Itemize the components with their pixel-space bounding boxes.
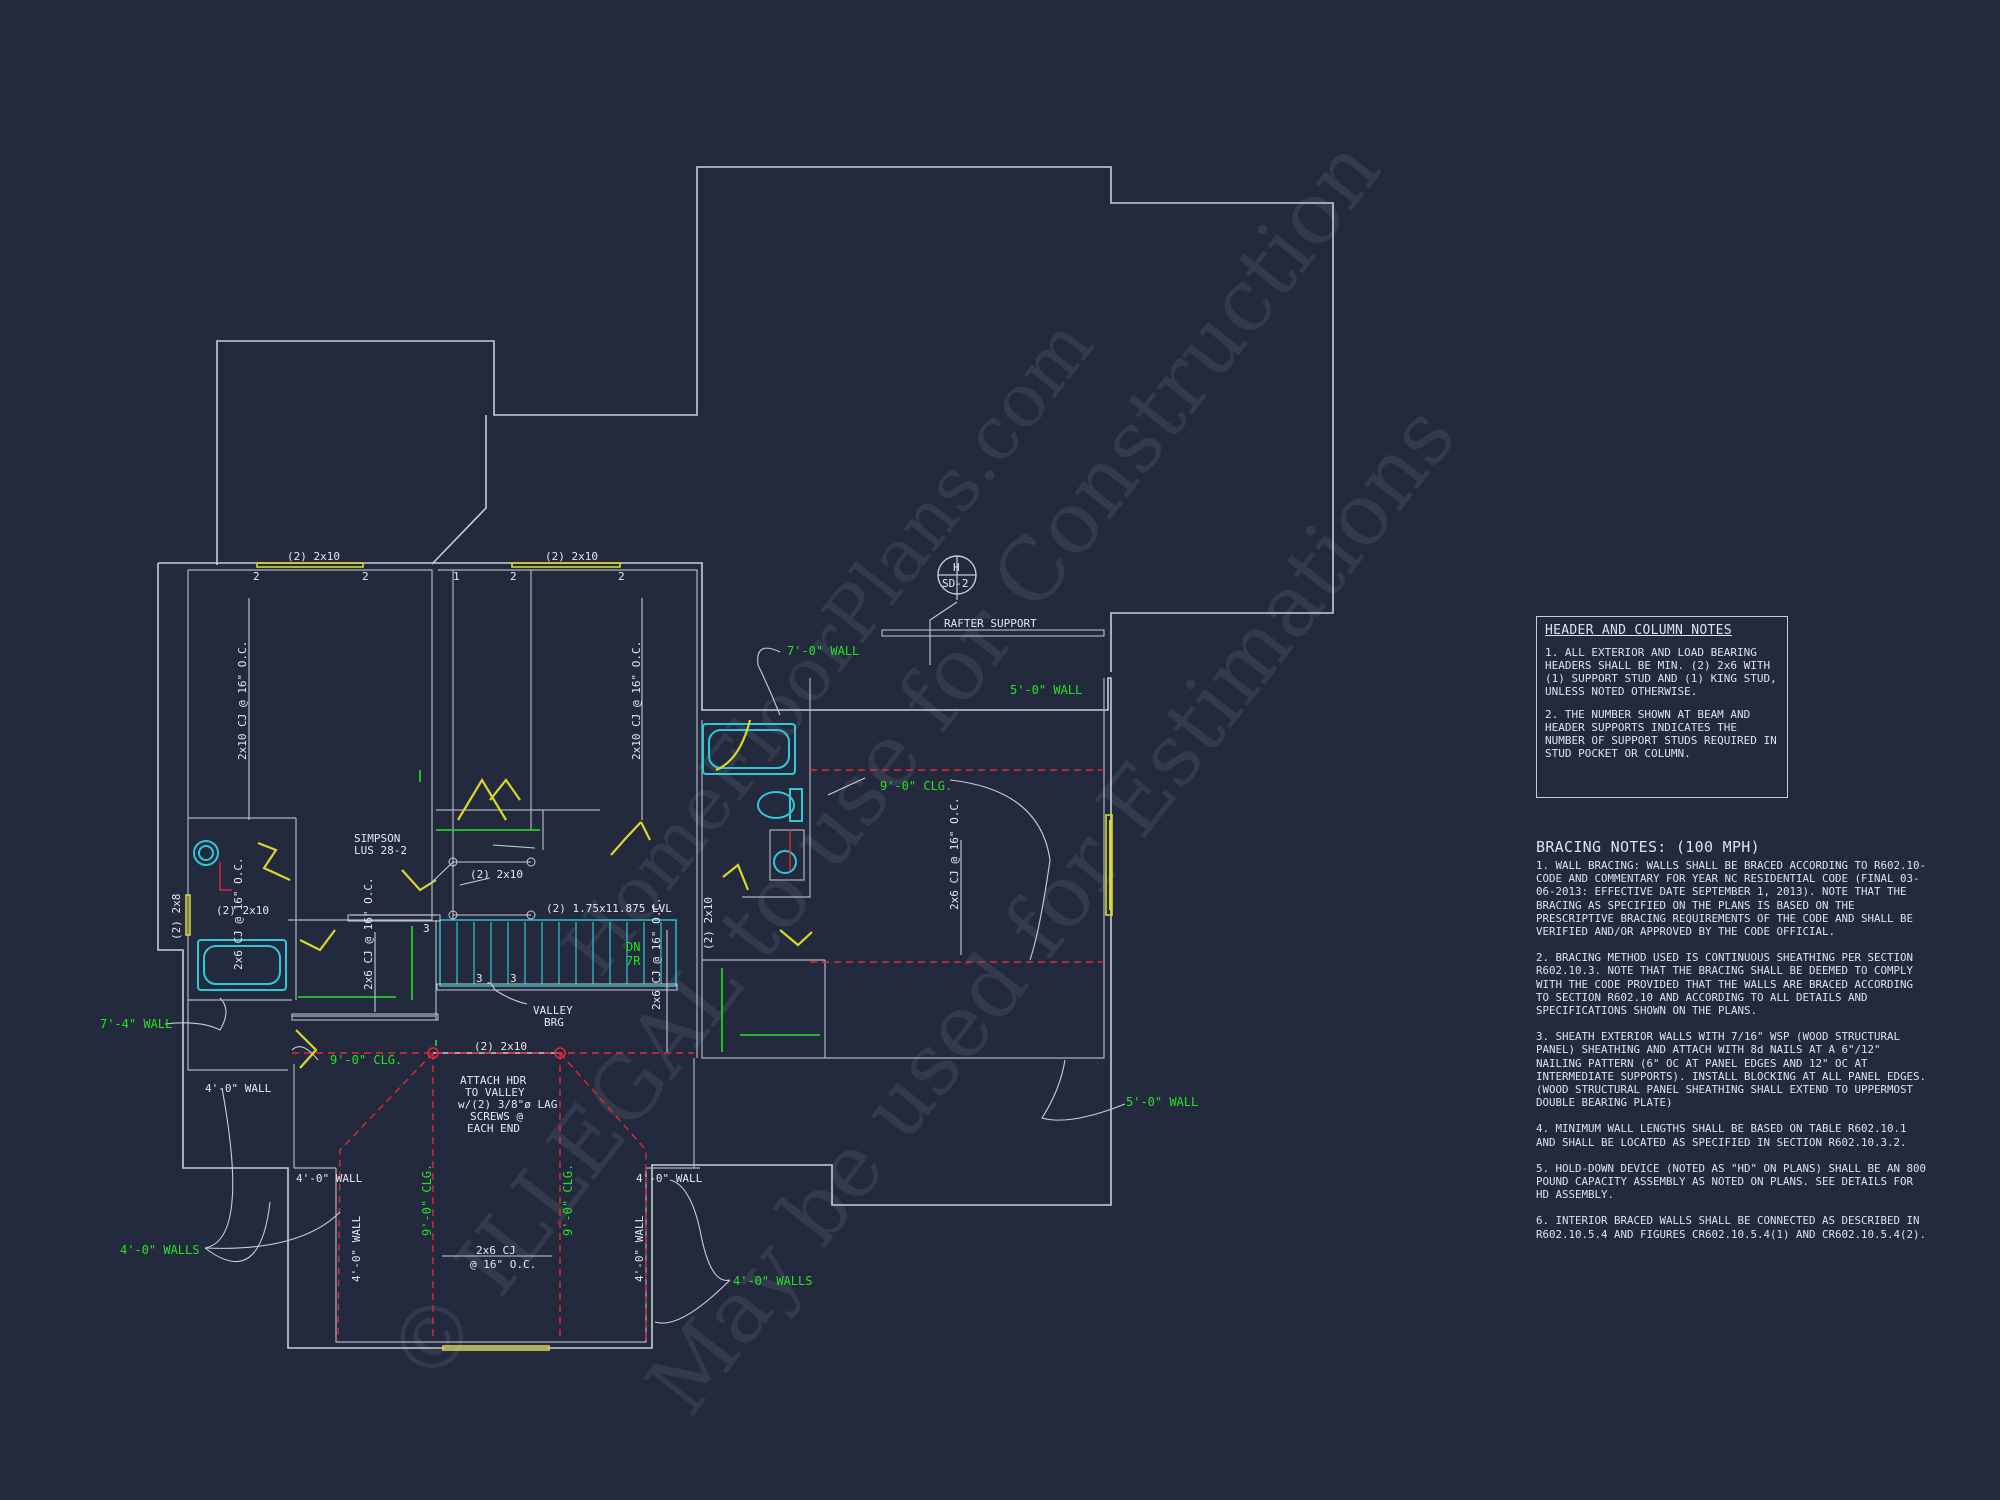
attach-note: ATTACH HDR (460, 1074, 527, 1087)
ceiling-joist-label-bottom: 2x6 CJ (476, 1244, 516, 1257)
header-label-mid: (2) 2x10 (545, 550, 598, 563)
wall-height-label: 4'-0" WALL (350, 1215, 363, 1282)
ceiling-joist-label-mid: 2x10 CJ @ 16" O.C. (630, 641, 643, 760)
ceiling-height-label: 9'-0" CLG. (561, 1164, 575, 1236)
ceiling-joist-label-left: 2x10 CJ @ 16" O.C. (236, 641, 249, 760)
attach-note: EACH END (467, 1122, 520, 1135)
simpson-model: LUS 28-2 (354, 844, 407, 857)
attach-note: SCREWS @ (470, 1110, 523, 1123)
simpson-label: SIMPSON (354, 832, 400, 845)
stud-count: 3 (423, 922, 430, 935)
header-label-simpson: (2) 2x10 (470, 868, 523, 881)
section-tag: H SD-2 (937, 555, 977, 600)
bracing-note-item: 2. BRACING METHOD USED IS CONTINUOUS SHE… (1536, 951, 1914, 1018)
header-label-2x8: (2) 2x8 (170, 894, 183, 940)
toilet-right (757, 791, 795, 819)
watermark: © ILLEGAL to use for Construction May be… (368, 121, 1475, 1433)
ceiling-9-0-left-label: 9'-0" CLG. (330, 1053, 402, 1067)
wall-height-label: 4'-0" WALL (636, 1172, 703, 1185)
wall-7-4-label: 7'-4" WALL (100, 1017, 172, 1031)
stair-down-label: DN (626, 940, 640, 954)
ceiling-height-label: 9'-0" CLG. (420, 1164, 434, 1236)
bathtub-left (197, 939, 287, 991)
valley-bearing-label: BRG (544, 1016, 564, 1029)
walls-4-0-right-label: 4'-0" WALLS (733, 1274, 812, 1288)
green-marks (298, 770, 820, 1052)
stud-count: 2 (510, 570, 517, 583)
ceiling-joist-label-right: 2x6 CJ @ 16" O.C. (948, 797, 961, 910)
ceiling-lines (219, 769, 1104, 1341)
attach-note: w/(2) 3/8"ø LAG (458, 1098, 557, 1111)
leaders (164, 601, 1126, 1324)
stud-count: 2 (253, 570, 260, 583)
attach-note: TO VALLEY (465, 1086, 525, 1099)
roof-outline (216, 166, 1334, 672)
wall-7-0-label: 7'-0" WALL (787, 644, 859, 658)
header-label-left: (2) 2x10 (287, 550, 340, 563)
dimension-lines (248, 598, 962, 1257)
plan-labels: (2) 2x10 (2) 2x10 2 2 1 2 2 3 3 3 2x10 C… (170, 550, 1037, 1282)
stud-count: 1 (453, 570, 460, 583)
ceiling-joist-label-stair: 2x6 CJ @ 16" O.C. (650, 897, 663, 1010)
stair-risers-label: 7R (626, 954, 641, 968)
wall-height-label: 4'-0" WALL (296, 1172, 363, 1185)
wall-5-0-top-label: 5'-0" WALL (1010, 683, 1082, 697)
ceiling-joist-spacing-bottom: @ 16" O.C. (470, 1258, 536, 1271)
stud-count: 2 (362, 570, 369, 583)
bracing-note-item: 1. WALL BRACING: WALLS SHALL BE BRACED A… (1536, 859, 1927, 939)
valley-label: VALLEY (533, 1004, 573, 1017)
stair (291, 914, 678, 1021)
wall-height-label: 4'-0" WALL (633, 1215, 646, 1282)
lvl-beam-label: (2) 1.75x11.875 LVL (546, 902, 672, 915)
header-note-item: 1. ALL EXTERIOR AND LOAD BEARING HEADERS… (1545, 646, 1777, 698)
exterior-walls (157, 562, 1112, 1349)
bracing-note-item: 3. SHEATH EXTERIOR WALLS WITH 7/16" WSP … (1536, 1030, 1927, 1110)
bracing-note-item: 5. HOLD-DOWN DEVICE (NOTED AS "HD" ON PL… (1536, 1161, 1927, 1202)
header-column-notes: HEADER AND COLUMN NOTES 1. ALL EXTERIOR … (1536, 616, 1788, 798)
wall-height-label: 4'-0" WALL (205, 1082, 272, 1095)
bracing-notes: BRACING NOTES: (100 MPH) 1. WALL BRACING… (1536, 838, 1932, 1254)
section-tag-sheet: SD-2 (942, 577, 969, 590)
stud-count: 3 (476, 972, 483, 985)
bath-fixtures (193, 723, 805, 991)
bracing-note-item: 6. INTERIOR BRACED WALLS SHALL BE CONNEC… (1536, 1214, 1927, 1241)
header-note-item: 2. THE NUMBER SHOWN AT BEAM AND HEADER S… (1545, 708, 1777, 760)
stud-count: 2 (618, 570, 625, 583)
rafter-support-label: RAFTER SUPPORT (944, 617, 1037, 630)
green-callouts: 7'-0" WALL 5'-0" WALL 9'-0" CLG. 7'-4" W… (100, 644, 1198, 1288)
header-label-bath: (2) 2x10 (216, 904, 269, 917)
watermark-line-1: © ILLEGAL to use for Construction (368, 121, 1400, 1403)
bracing-notes-title: BRACING NOTES: (100 MPH) (1536, 838, 1760, 856)
sink-right (773, 850, 797, 874)
ceiling-9-0-right-label: 9'-0" CLG. (880, 779, 952, 793)
stud-count: 3 (510, 972, 517, 985)
header-label-attach: (2) 2x10 (474, 1040, 527, 1053)
header-label-right: (2) 2x10 (702, 897, 715, 950)
sink-left (193, 840, 219, 866)
wall-5-0-bottom-label: 5'-0" WALL (1126, 1095, 1198, 1109)
ceiling-joist-label-bath: 2x6 CJ @ 16" O.C. (232, 857, 245, 970)
walls-4-0-left-label: 4'-0" WALLS (120, 1243, 199, 1257)
bracing-note-item: 4. MINIMUM WALL LENGTHS SHALL BE BASED O… (1536, 1122, 1907, 1149)
header-notes-title: HEADER AND COLUMN NOTES (1545, 623, 1732, 638)
section-tag-letter: H (953, 561, 960, 574)
ceiling-joist-label-hall: 2x6 CJ @ 16" O.C. (362, 877, 375, 990)
